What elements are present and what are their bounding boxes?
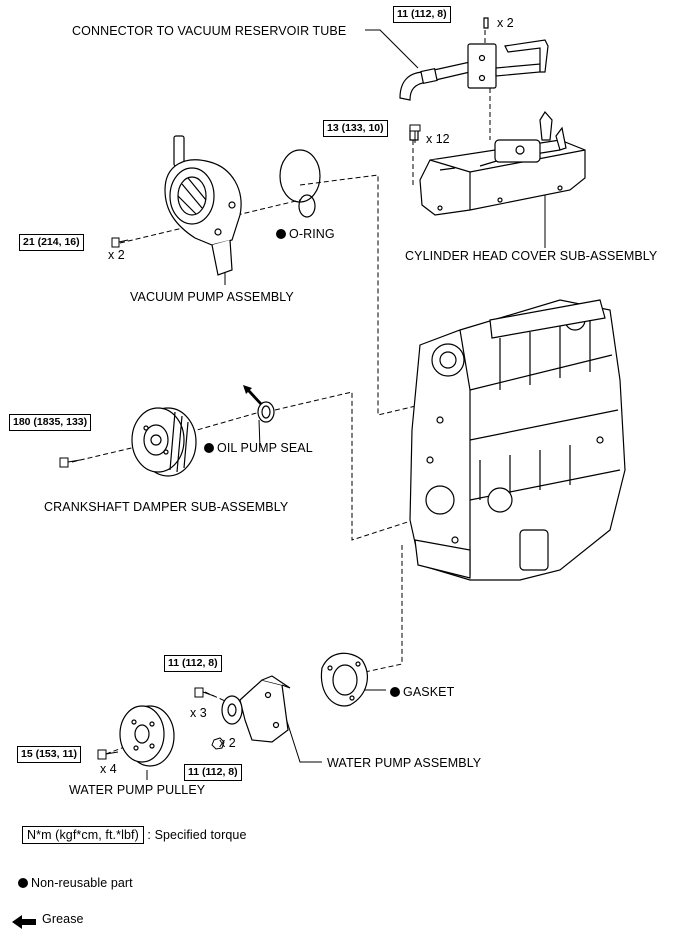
oil-pump-seal-text: OIL PUMP SEAL (217, 441, 313, 455)
label-o-ring: O-RING (276, 227, 335, 242)
crankshaft-damper-drawing (131, 407, 197, 477)
gasket-drawing (320, 652, 368, 707)
water-pump-bolt-icon (194, 687, 215, 698)
torque-box-water-pump-nut: 11 (112, 8) (184, 764, 242, 781)
water-pump-pulley-drawing (119, 705, 175, 767)
qty-pulley-bolt: x 4 (100, 762, 117, 776)
non-reusable-dot-icon (204, 443, 214, 453)
connector-tube-drawing (399, 17, 549, 101)
solid-leader-lines (146, 29, 546, 780)
engine-block-drawing (409, 299, 626, 581)
bolt-icons (59, 124, 421, 760)
oil-pump-seal-drawing (257, 401, 275, 423)
qty-head-cover-bolt: x 12 (426, 132, 450, 146)
qty-water-pump-nut: x 2 (219, 736, 236, 750)
legend-torque-desc: : Specified torque (147, 828, 247, 842)
torque-box-vacuum-pump-bolt: 21 (214, 16) (19, 234, 84, 251)
torque-box-damper-bolt: 180 (1835, 133) (9, 414, 92, 431)
label-water-pump-pulley: WATER PUMP PULLEY (69, 783, 206, 797)
label-crankshaft-damper: CRANKSHAFT DAMPER SUB-ASSEMBLY (44, 500, 289, 514)
head-cover-bolt-icon (409, 124, 421, 143)
qty-vacuum-pump-bolt: x 2 (108, 248, 125, 262)
legend-grease: Grease (42, 912, 84, 926)
non-reusable-dot-icon (276, 229, 286, 239)
water-pump-nut-icon (211, 737, 225, 750)
o-ring-text: O-RING (289, 227, 335, 241)
non-reusable-dot-icon (18, 878, 28, 888)
legend-non-reusable-text: Non-reusable part (31, 876, 133, 890)
label-vacuum-pump: VACUUM PUMP ASSEMBLY (130, 290, 294, 304)
torque-box-pulley-bolt: 15 (153, 11) (17, 746, 82, 763)
legend-grease-arrow-icon (12, 915, 36, 929)
label-cylinder-head-cover: CYLINDER HEAD COVER SUB-ASSEMBLY (405, 249, 658, 263)
non-reusable-dot-icon (390, 687, 400, 697)
qty-water-pump-bolt: x 3 (190, 706, 207, 720)
torque-box-connector-bolt: 11 (112, 8) (393, 6, 451, 23)
torque-box-head-cover-bolt: 13 (133, 10) (323, 120, 388, 137)
label-connector-tube: CONNECTOR TO VACUUM RESERVOIR TUBE (72, 24, 347, 38)
legend-non-reusable: Non-reusable part (18, 876, 133, 891)
torque-box-water-pump-bolt: 11 (112, 8) (164, 655, 222, 672)
water-pump-drawing (221, 675, 291, 743)
label-gasket: GASKET (390, 685, 454, 700)
damper-bolt-icon (59, 457, 81, 468)
o-ring-drawing (279, 149, 321, 218)
label-oil-pump-seal: OIL PUMP SEAL (204, 441, 313, 456)
label-water-pump: WATER PUMP ASSEMBLY (327, 756, 482, 770)
vacuum-pump-drawing (164, 135, 242, 276)
pulley-bolt-icon (97, 749, 119, 760)
gasket-text: GASKET (403, 685, 455, 699)
legend-torque-unit-box: N*m (kgf*cm, ft.*lbf) (22, 826, 144, 844)
grease-arrow-icon (243, 385, 262, 405)
qty-connector-bolt: x 2 (497, 16, 514, 30)
vacuum-pump-bolt-icon (111, 237, 129, 248)
legend-specified-torque: N*m (kgf*cm, ft.*lbf) : Specified torque (22, 826, 247, 844)
cylinder-head-cover-drawing (409, 110, 586, 216)
